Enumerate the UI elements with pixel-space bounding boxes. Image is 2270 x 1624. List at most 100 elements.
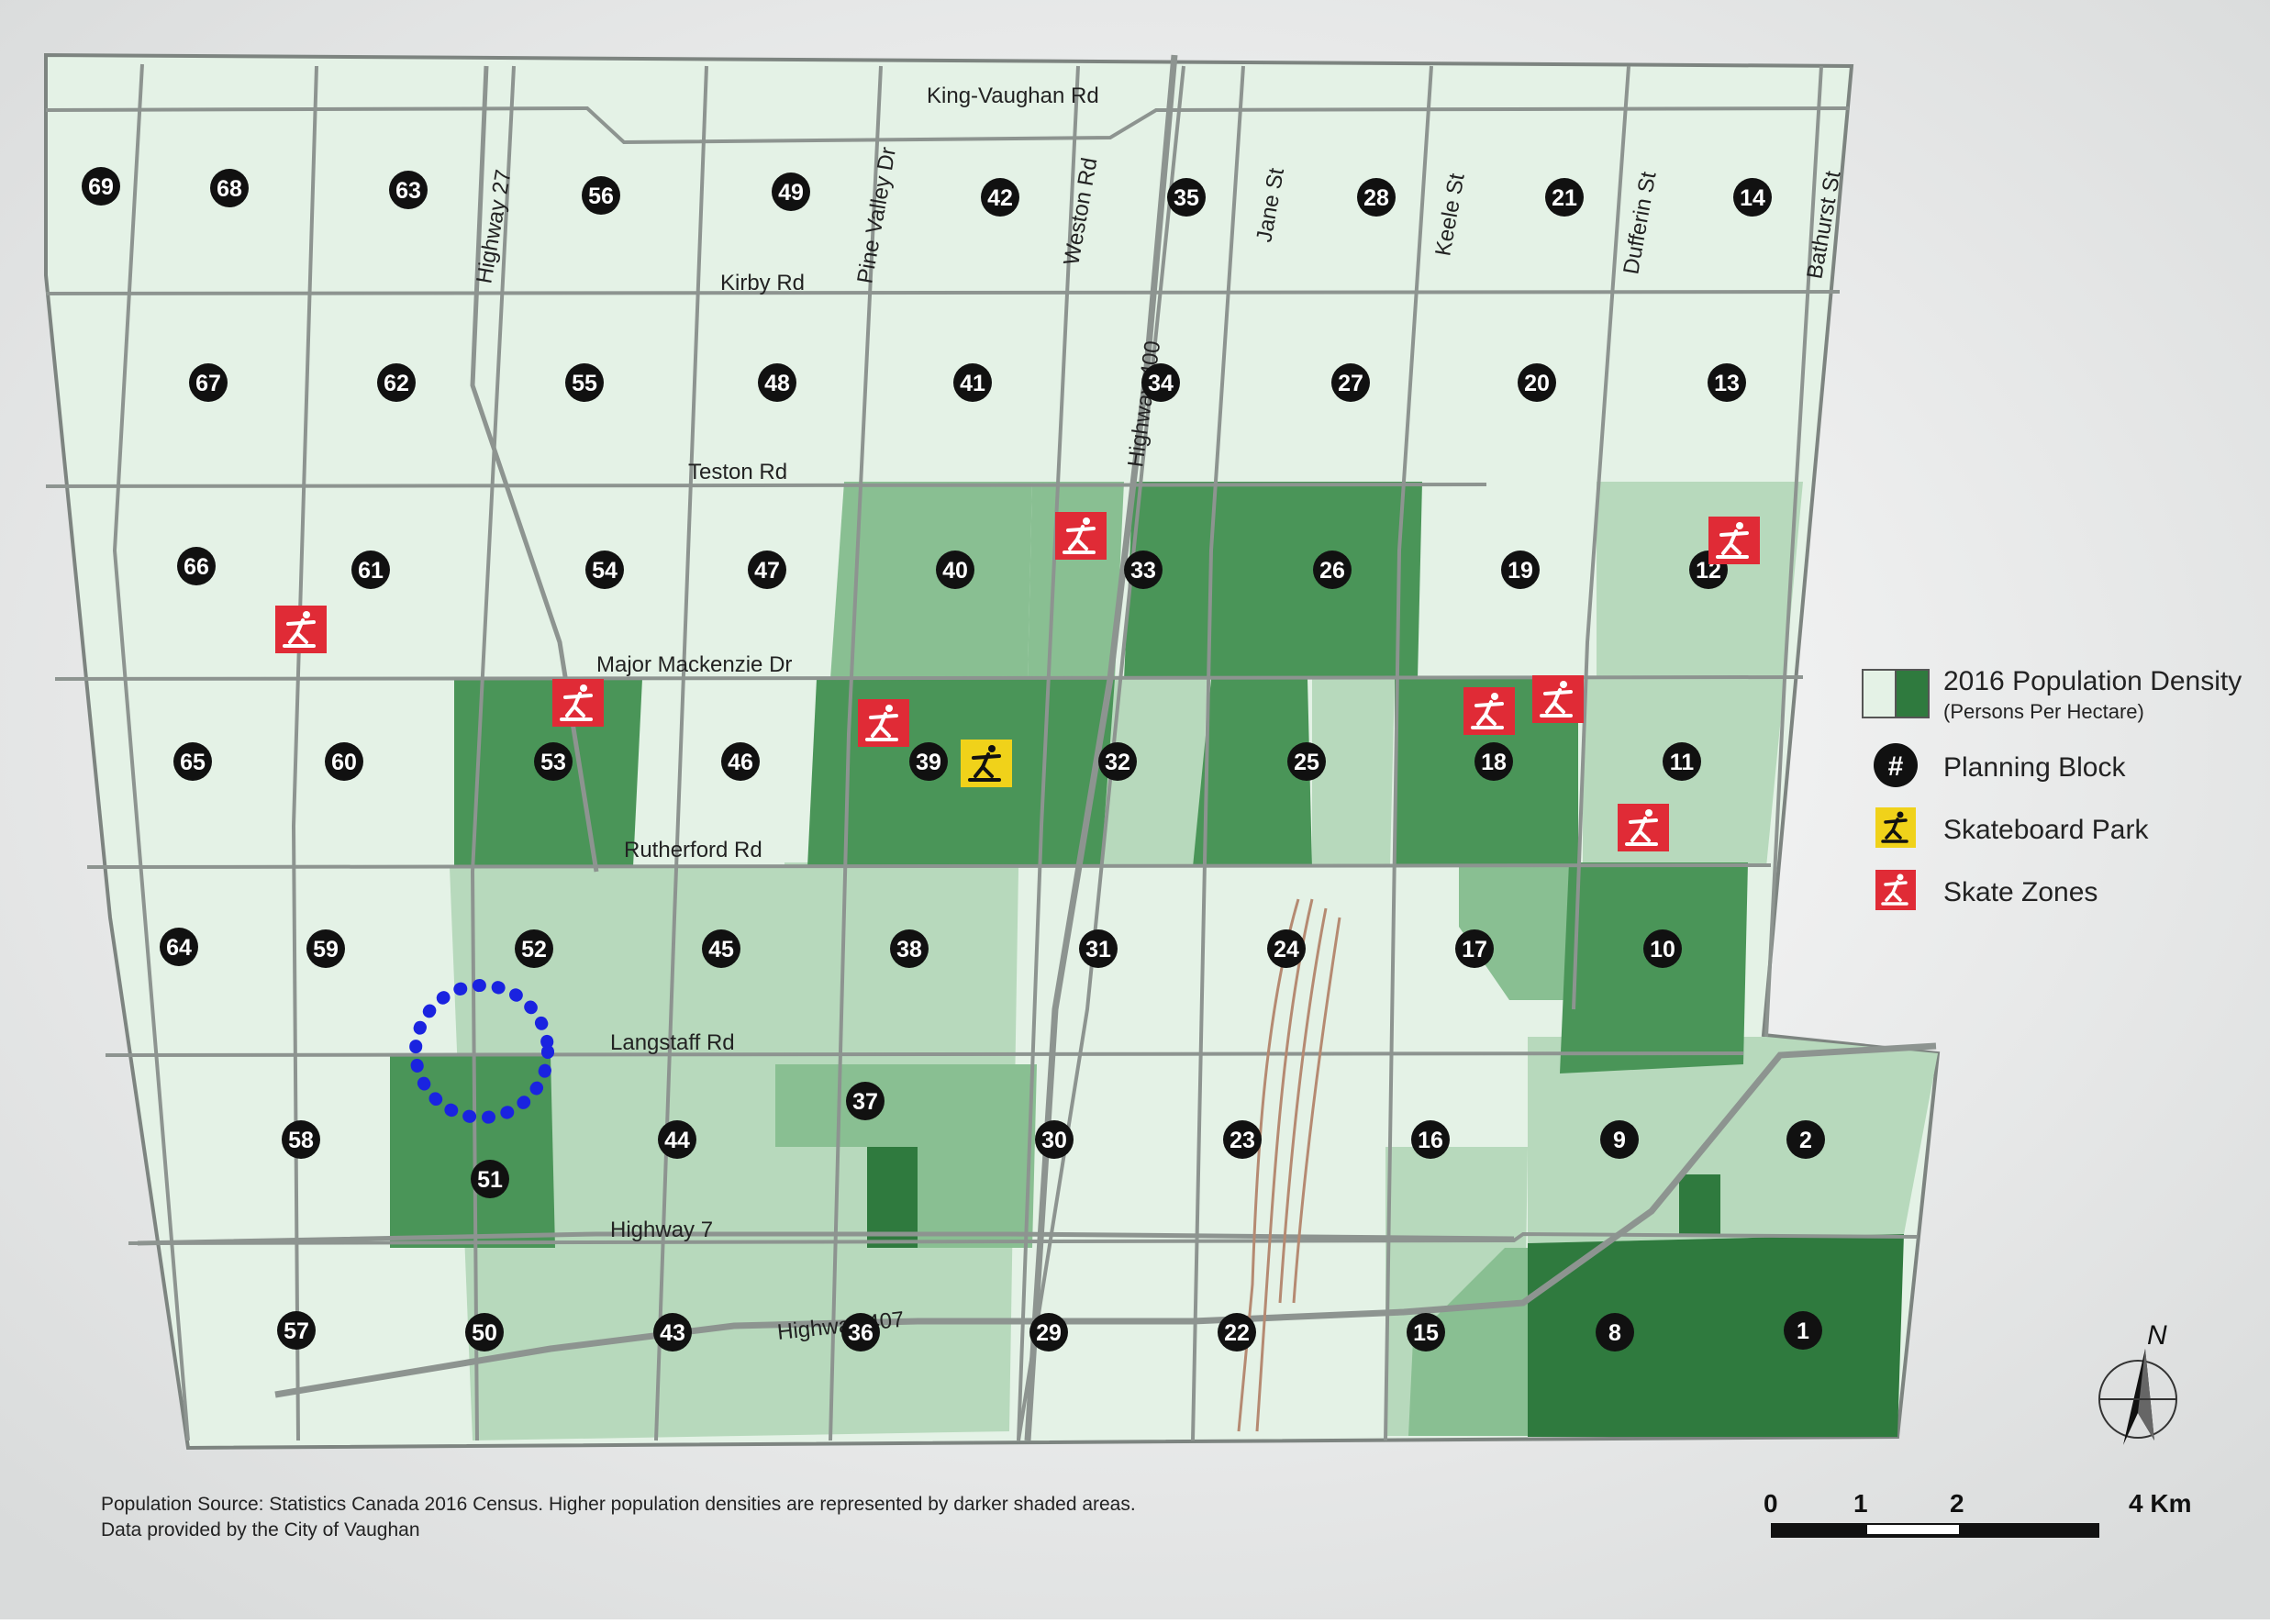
planning-block-marker	[1455, 929, 1494, 968]
planning-block-35[interactable]: 35	[1167, 178, 1206, 217]
planning-block-63[interactable]: 63	[389, 171, 428, 209]
planning-block-39[interactable]: 39	[909, 742, 948, 781]
planning-block-66[interactable]: 66	[177, 547, 216, 585]
planning-block-41[interactable]: 41	[953, 363, 992, 402]
planning-block-67[interactable]: 67	[189, 363, 228, 402]
planning-block-64[interactable]: 64	[160, 928, 198, 966]
skate-zone-marker[interactable]	[858, 699, 909, 747]
planning-block-number: 13	[1714, 371, 1740, 396]
planning-block-65[interactable]: 65	[173, 742, 212, 781]
planning-block-62[interactable]: 62	[377, 363, 416, 402]
skate-zone-marker[interactable]	[1618, 804, 1669, 851]
skate-zone-marker[interactable]	[1532, 675, 1584, 723]
planning-block-marker	[909, 742, 948, 781]
planning-block-56[interactable]: 56	[582, 176, 620, 215]
planning-block-53[interactable]: 53	[534, 742, 573, 781]
planning-block-28[interactable]: 28	[1357, 178, 1396, 217]
planning-block-36[interactable]: 36	[841, 1313, 880, 1351]
planning-block-marker	[1223, 1120, 1262, 1159]
planning-block-59[interactable]: 59	[306, 929, 345, 968]
planning-block-marker	[277, 1311, 316, 1350]
planning-block-55[interactable]: 55	[565, 363, 604, 402]
planning-block-11[interactable]: 11	[1663, 742, 1701, 781]
skateboard-park-marker[interactable]	[961, 740, 1012, 787]
planning-block-1[interactable]: 1	[1784, 1311, 1822, 1350]
planning-block-30[interactable]: 30	[1035, 1120, 1074, 1159]
planning-block-40[interactable]: 40	[936, 551, 974, 589]
planning-block-marker	[471, 1160, 509, 1198]
planning-block-marker	[1035, 1120, 1074, 1159]
planning-block-20[interactable]: 20	[1518, 363, 1556, 402]
planning-block-8[interactable]: 8	[1596, 1313, 1634, 1351]
planning-block-43[interactable]: 43	[653, 1313, 692, 1351]
planning-block-58[interactable]: 58	[282, 1120, 320, 1159]
source-note-line1: Population Source: Statistics Canada 201…	[101, 1494, 1136, 1515]
planning-block-number: 11	[1670, 750, 1695, 775]
planning-block-38[interactable]: 38	[890, 929, 929, 968]
planning-block-31[interactable]: 31	[1079, 929, 1118, 968]
planning-block-marker	[325, 742, 363, 781]
skate-zone-marker[interactable]	[275, 606, 327, 653]
planning-block-29[interactable]: 29	[1029, 1313, 1068, 1351]
planning-block-2[interactable]: 2	[1786, 1120, 1825, 1159]
planning-block-marker	[1545, 178, 1584, 217]
planning-block-number: 21	[1552, 185, 1577, 211]
planning-block-25[interactable]: 25	[1287, 742, 1326, 781]
skate-zone-marker[interactable]	[552, 679, 604, 727]
planning-block-44[interactable]: 44	[658, 1120, 696, 1159]
planning-block-15[interactable]: 15	[1407, 1313, 1445, 1351]
planning-block-42[interactable]: 42	[981, 178, 1019, 217]
planning-block-number: 2	[1799, 1128, 1812, 1153]
legend-skate-zones-label: Skate Zones	[1943, 877, 2098, 907]
planning-block-68[interactable]: 68	[210, 169, 249, 207]
planning-block-57[interactable]: 57	[277, 1311, 316, 1350]
planning-block-16[interactable]: 16	[1411, 1120, 1450, 1159]
planning-block-33[interactable]: 33	[1124, 551, 1163, 589]
planning-block-18[interactable]: 18	[1474, 742, 1513, 781]
planning-block-marker	[389, 171, 428, 209]
planning-block-marker	[582, 176, 620, 215]
planning-block-45[interactable]: 45	[702, 929, 740, 968]
planning-block-marker	[1600, 1120, 1639, 1159]
planning-block-27[interactable]: 27	[1331, 363, 1370, 402]
planning-block-49[interactable]: 49	[772, 172, 810, 211]
planning-block-32[interactable]: 32	[1098, 742, 1137, 781]
skate-zone-marker[interactable]	[1055, 512, 1107, 560]
planning-block-60[interactable]: 60	[325, 742, 363, 781]
planning-block-69[interactable]: 69	[82, 167, 120, 206]
planning-block-21[interactable]: 21	[1545, 178, 1584, 217]
planning-block-23[interactable]: 23	[1223, 1120, 1262, 1159]
planning-block-47[interactable]: 47	[748, 551, 786, 589]
planning-block-marker	[1079, 929, 1118, 968]
planning-block-number: 48	[764, 371, 790, 396]
planning-block-marker	[1331, 363, 1370, 402]
planning-block-22[interactable]: 22	[1218, 1313, 1256, 1351]
legend-planning-block-icon	[1874, 743, 1918, 787]
planning-block-14[interactable]: 14	[1733, 178, 1772, 217]
planning-block-52[interactable]: 52	[515, 929, 553, 968]
planning-block-54[interactable]: 54	[585, 551, 624, 589]
planning-block-number: 36	[848, 1320, 874, 1346]
planning-block-37[interactable]: 37	[846, 1082, 885, 1120]
skate-zone-marker[interactable]	[1708, 517, 1760, 564]
planning-block-marker	[1474, 742, 1513, 781]
skate-zone-marker[interactable]	[1463, 687, 1515, 735]
planning-block-46[interactable]: 46	[721, 742, 760, 781]
planning-block-24[interactable]: 24	[1267, 929, 1306, 968]
planning-block-19[interactable]: 19	[1501, 551, 1540, 589]
road-label-kirby: Kirby Rd	[720, 271, 805, 295]
planning-block-48[interactable]: 48	[758, 363, 796, 402]
planning-block-number: 46	[728, 750, 753, 775]
planning-block-17[interactable]: 17	[1455, 929, 1494, 968]
planning-block-10[interactable]: 10	[1643, 929, 1682, 968]
planning-block-50[interactable]: 50	[465, 1313, 504, 1351]
planning-block-13[interactable]: 13	[1708, 363, 1746, 402]
planning-block-26[interactable]: 26	[1313, 551, 1352, 589]
planning-block-marker	[1407, 1313, 1445, 1351]
planning-block-61[interactable]: 61	[351, 551, 390, 589]
planning-block-34[interactable]: 34	[1141, 363, 1180, 402]
planning-block-51[interactable]: 51	[471, 1160, 509, 1198]
planning-block-9[interactable]: 9	[1600, 1120, 1639, 1159]
planning-block-number: 60	[331, 750, 357, 775]
planning-block-marker	[1287, 742, 1326, 781]
